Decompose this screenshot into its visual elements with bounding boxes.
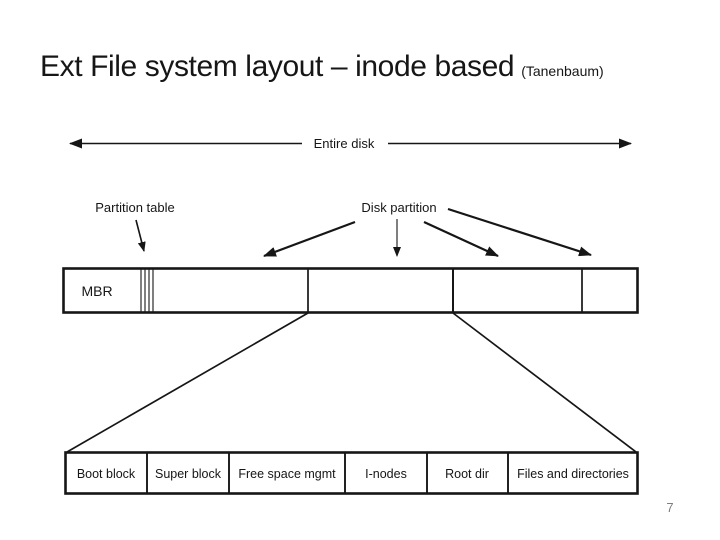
cell-super-block: Super block	[155, 467, 222, 481]
partition-detail-dividers	[146, 453, 509, 493]
zoom-line-right	[452, 312, 637, 453]
cell-files-and-directories: Files and directories	[517, 467, 629, 481]
partition-table-hatch	[140, 269, 154, 312]
zoom-line-left	[66, 312, 309, 453]
entire-disk-label: Entire disk	[314, 136, 375, 151]
disk-bar	[62, 267, 639, 314]
cell-free-space-mgmt: Free space mgmt	[238, 467, 336, 481]
disk-partition-arrow-1	[263, 220, 356, 258]
cell-i-nodes: I-nodes	[365, 467, 407, 481]
page-number: 7	[666, 500, 674, 515]
disk-partition-arrow-4	[447, 207, 592, 257]
cell-boot-block: Boot block	[77, 467, 136, 481]
title-text: Ext File system layout – inode based	[40, 50, 515, 83]
disk-bar-dividers	[307, 269, 583, 312]
cell-root-dir: Root dir	[445, 467, 489, 481]
page-title: Ext File system layout – inode based (Tan…	[40, 50, 604, 84]
mbr-label: MBR	[81, 283, 112, 299]
partition-detail-bar	[64, 451, 639, 495]
partition-table-label: Partition table	[95, 200, 175, 215]
title-suffix: (Tanenbaum)	[521, 63, 604, 79]
disk-partition-label: Disk partition	[361, 200, 436, 215]
disk-partition-arrow-3	[423, 221, 499, 257]
partition-detail-labels: Boot block Super block Free space mgmt I…	[77, 467, 629, 481]
partition-table-arrow	[135, 219, 146, 252]
